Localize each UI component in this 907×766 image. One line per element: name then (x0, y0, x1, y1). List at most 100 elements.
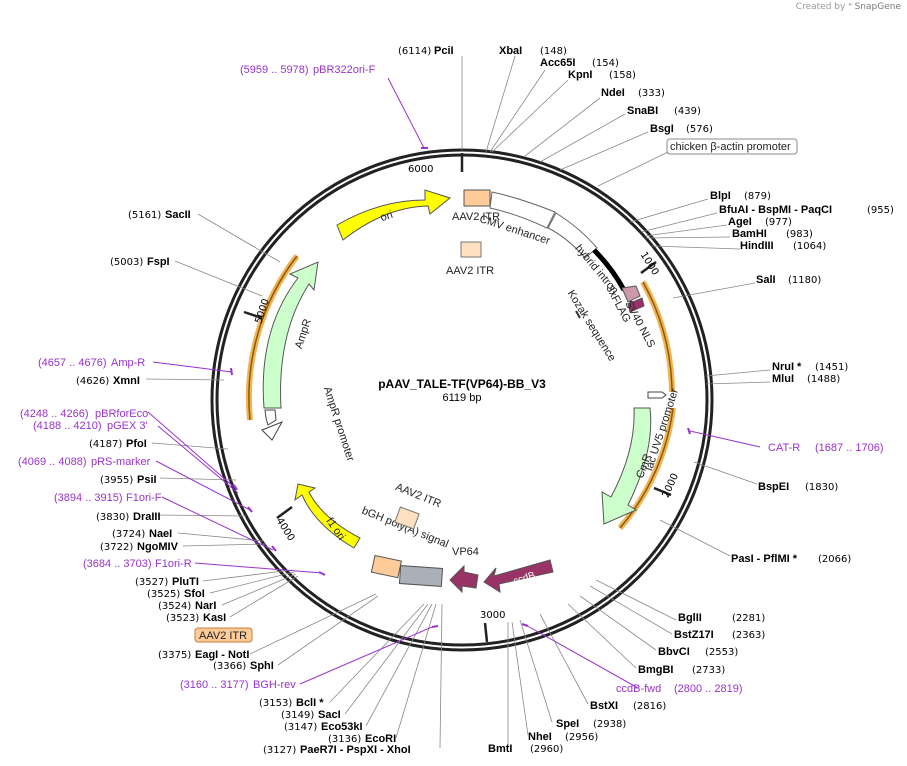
primer-range-pbr322ori: (5959 .. 5978) (240, 64, 309, 76)
f1-ori-feature (294, 483, 361, 549)
ampr-promoter-label: AmpR promoter (321, 385, 357, 463)
primer-name-pbr322ori: pBR322ori-F (313, 64, 376, 76)
aav2-itr-inner-label: AAV2 ITR (446, 265, 494, 277)
site-name-pluti: PluTI (172, 576, 199, 588)
sv40-nls-feature (627, 297, 645, 313)
site-pos-ndei: (333) (638, 88, 665, 99)
site-pos-draiii: (3830) (96, 512, 129, 523)
aav2-itr-inner-left (394, 506, 420, 530)
site-name-bstz17i: BstZ17I (674, 629, 714, 641)
vp64-label: VP64 (452, 546, 479, 558)
site-name-fspi: FspI (147, 256, 170, 268)
primer-range-f1orir: (3684 .. 3703) (83, 558, 152, 570)
orf-arcs (245, 254, 676, 530)
site-name-sphi: SphI (250, 660, 274, 672)
tick-label-2000: 2000 (661, 472, 681, 500)
site-name-snabi: SnaBI (627, 105, 658, 117)
snapgene-credit: Created by ᐡ SnapGene (795, 2, 901, 12)
primer-range-catr: (1687 .. 1706) (815, 442, 884, 454)
ccdb-feature (483, 559, 554, 593)
site-name-bmti: BmtI (488, 743, 512, 755)
site-name-eco53ki: Eco53kI (321, 721, 363, 733)
site-name-bmgbi: BmgBI (638, 664, 673, 676)
cmv-enhancer-feature (489, 191, 556, 229)
site-pos-bsgi: (576) (686, 124, 713, 135)
site-name-pasi: PasI - PflMI * (731, 553, 798, 565)
site-pos-nhei: (2956) (565, 732, 598, 743)
chicken-promoter-leader (597, 151, 669, 187)
site-pos-pcii: (6114) (398, 46, 431, 57)
primer-name-pgex: pGEX 3' (107, 420, 148, 432)
site-pos-bstz17i: (2363) (732, 630, 765, 641)
aav2-itr-box (194, 627, 253, 643)
site-name-xmni: XmnI (113, 375, 140, 387)
site-pos-xmni: (4626) (76, 376, 109, 387)
primer-name-prs: pRS-marker (91, 456, 151, 468)
tick-label-4000: 4000 (274, 516, 297, 543)
ampr-label: AmpR (293, 318, 314, 351)
aav2-itr-box-label: AAV2 ITR (199, 630, 247, 642)
primer-range-ampr: (4657 .. 4676) (38, 357, 107, 369)
site-pos-bbvci: (2553) (705, 647, 738, 658)
site-pos-ecori: (3136) (328, 734, 361, 745)
aav2-itr-inner (460, 241, 482, 258)
site-pos-bmti: (2960) (530, 744, 563, 755)
site-name-kasi: KasI (203, 612, 226, 624)
site-name-ecori: EcoRI (365, 733, 396, 745)
primer-range-f1orif: (3894 .. 3915) (54, 492, 123, 504)
site-name-saci: SacI (318, 709, 341, 721)
site-pos-bstxi: (2816) (633, 701, 666, 712)
site-pos-mlui: (1488) (807, 374, 840, 385)
primer-name-f1orir: F1ori-R (155, 558, 192, 570)
flag-feature (621, 285, 641, 303)
primer-markers (230, 147, 691, 628)
primer-range-ccdbfwd: (2800 .. 2819) (674, 683, 743, 695)
ori-label: ori (379, 209, 394, 224)
site-name-blpi: BlpI (710, 190, 731, 202)
site-pos-ngomiv: (3722) (100, 542, 133, 553)
tick-marks (243, 153, 672, 643)
site-pos-pluti: (3527) (135, 577, 168, 588)
site-pos-bcli: (3153) (259, 698, 292, 709)
lac-uv5-promoter-feature (647, 391, 667, 399)
site-pos-psii: (3955) (100, 475, 133, 486)
site-pos-kpni: (158) (609, 70, 636, 81)
primer-name-ampr: Amp-R (111, 357, 145, 369)
plasmid-size: 6119 bp (443, 392, 482, 404)
site-pos-sphi: (3366) (213, 661, 246, 672)
site-name-sfoi: SfoI (184, 588, 205, 600)
site-name-naei: NaeI (149, 528, 172, 540)
site-pos-pasi: (2066) (818, 554, 851, 565)
primer-range-prs: (4069 .. 4088) (18, 456, 87, 468)
site-name-bcli: BclI * (296, 697, 324, 709)
ampr-promoter-feature (261, 409, 284, 441)
ori-feature (336, 189, 452, 241)
aav2-itr-top (463, 189, 491, 207)
site-name-eagi: EagI - NotI (195, 649, 249, 661)
primer-name-f1orif: F1ori-F (126, 492, 162, 504)
site-pos-hindiii: (1064) (793, 241, 826, 252)
site-pos-blpi: (879) (744, 191, 771, 202)
site-labels-right: (6114) PciI XbaI (148) Acc65I (154) KpnI… (398, 45, 894, 755)
site-pos-sacii: (5161) (128, 210, 161, 221)
site-pos-bmgbi: (2733) (692, 665, 725, 676)
site-name-ngomiv: NgoMIV (137, 541, 179, 553)
site-name-paer7i: PaeR7I - PspXI - XhoI (300, 744, 411, 756)
site-pos-naei: (3724) (112, 529, 145, 540)
site-name-agei: AgeI (728, 216, 752, 228)
primer-leaders (147, 77, 761, 689)
site-name-hindiii: HindIII (740, 240, 774, 252)
site-name-nrui: NruI * (772, 361, 802, 373)
primer-name-ccdbfwd: ccdB-fwd (616, 683, 661, 695)
site-pos-pfoi: (4187) (89, 439, 122, 450)
site-pos-acc65i: (154) (592, 58, 619, 69)
site-labels-left: (5161) SacII (5003) FspI (4626) XmnI (41… (76, 209, 411, 756)
bgh-polya-feature (398, 565, 444, 587)
site-pos-sfoi: (3525) (147, 589, 180, 600)
primer-range-bghrev: (3160 .. 3177) (180, 679, 249, 691)
site-pos-sali: (1180) (788, 275, 821, 286)
site-pos-bamhi: (983) (786, 229, 813, 240)
site-pos-bglii: (2281) (732, 613, 765, 624)
primer-range-pgex: (4188 .. 4210) (33, 420, 102, 432)
